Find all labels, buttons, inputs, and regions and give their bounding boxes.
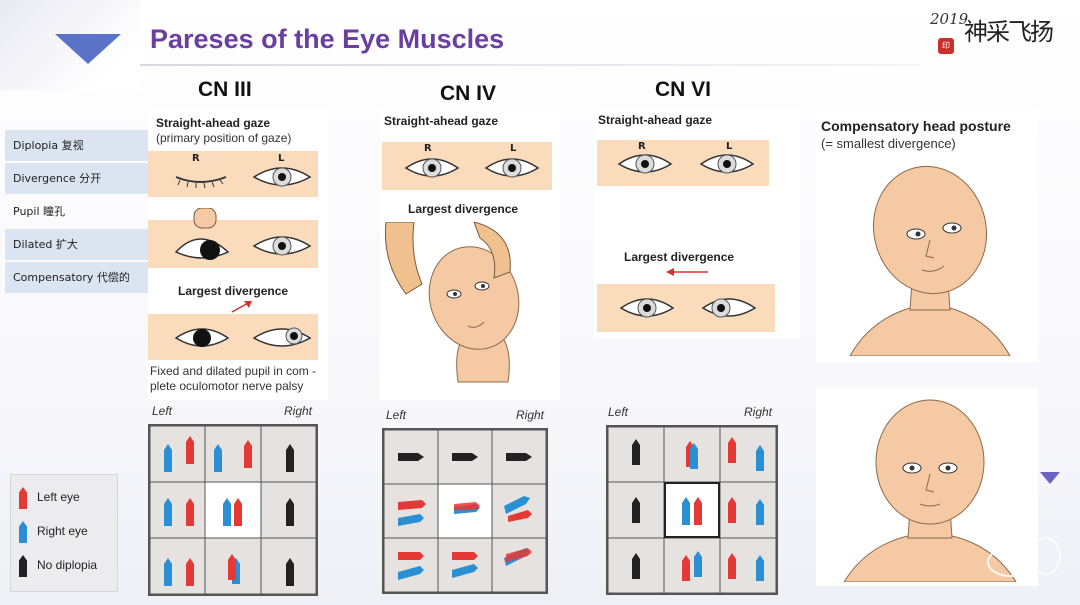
cn3-gaze-caption: Straight-ahead gaze [156, 116, 271, 130]
cn4-diplopia-grid [382, 428, 548, 594]
cn3-grid-right-label: Right [284, 404, 313, 418]
glossary-list: Diplopia 复视 Divergence 分开 Pupil 瞳孔 Dilat… [5, 130, 149, 295]
legend-right-eye: Right eye [19, 521, 88, 543]
posture-head-tilted [849, 165, 1011, 356]
cn3-eyes-1 [175, 167, 312, 189]
glossary-zh: 复视 [61, 139, 84, 152]
glossary-en: Dilated [13, 238, 53, 251]
page-title: Pareses of the Eye Muscles [150, 24, 505, 54]
glossary-zh: 代偿的 [96, 271, 130, 284]
cn6-divergence-arrow-icon [666, 268, 708, 276]
legend-label: Right eye [37, 524, 88, 539]
cn3-note-line1: Fixed and dilated pupil in com - [150, 364, 317, 378]
logo-year: 2019 [930, 10, 969, 28]
cn6-divergence-label: Largest divergence [624, 250, 735, 264]
cn4-label-r: R [424, 143, 432, 154]
cn6-label-r: R [638, 141, 646, 152]
glossary-zh: 扩大 [55, 238, 78, 251]
cn6-gaze-caption: Straight-ahead gaze [598, 113, 713, 127]
title-triangle-icon [55, 34, 121, 64]
cn3-eyes-divergence [174, 327, 312, 347]
cn6-eyes-divergence [619, 298, 757, 318]
cn3-note-line2: plete oculomotor nerve palsy [150, 379, 304, 393]
cn4-grid-left-label: Left [386, 408, 407, 422]
cn3-divergence-label: Largest divergence [178, 284, 289, 298]
cn3-diplopia-grid [148, 424, 318, 596]
cn4-label-l: L [510, 143, 517, 154]
heading-cn3: CN III [198, 78, 252, 101]
legend-label: Left eye [37, 490, 80, 505]
glossary-zh: 分开 [79, 172, 102, 185]
glossary-en: Compensatory [13, 271, 94, 284]
cn3-label-r: R [192, 153, 200, 164]
cn3-grid-left-label: Left [152, 404, 173, 418]
glossary-item: Diplopia 复视 [5, 130, 149, 161]
posture-title: Compensatory head posture [821, 118, 1011, 134]
legend-no-diplopia: No diplopia [19, 555, 97, 577]
posture-head-straight [843, 399, 1017, 582]
cn6-grid-right-label: Right [744, 405, 773, 419]
cn6-label-l: L [726, 141, 733, 152]
brand-logo: 2019 神采飞扬 印 [930, 8, 1075, 68]
glossary-en: Diplopia [13, 139, 59, 152]
heading-cn4: CN IV [440, 82, 497, 105]
cn4-grid-svg [383, 429, 547, 593]
cn3-eyes-lifted [174, 208, 312, 260]
glossary-item: Pupil 瞳孔 [5, 196, 149, 227]
cn3-divergence-arrow-icon [231, 301, 252, 313]
color-legend: Left eye Right eye No diplopia [10, 474, 118, 592]
glossary-item: Dilated 扩大 [5, 229, 149, 260]
cn3-label-l: L [278, 153, 285, 164]
posture-subtitle: (= smallest divergence) [821, 136, 956, 151]
cn3-markers [164, 436, 294, 586]
glossary-en: Divergence [13, 172, 76, 185]
legend-label: No diplopia [37, 558, 98, 573]
cn4-markers [398, 453, 532, 580]
cn6-eyes-1 [617, 154, 755, 174]
legend-left-eye: Left eye [19, 487, 80, 509]
glossary-zh: 瞳孔 [43, 205, 66, 218]
logo-seal: 印 [938, 38, 954, 54]
cn6-grid-left-label: Left [608, 405, 629, 419]
glossary-en: Pupil [13, 205, 40, 218]
cn4-divergence-label: Largest divergence [408, 202, 519, 216]
cn4-head-tilt-illustration [384, 222, 520, 383]
glossary-item: Divergence 分开 [5, 163, 149, 194]
glossary-item: Compensatory 代偿的 [5, 262, 149, 293]
cn4-eyes [404, 158, 540, 178]
cn6-diplopia-grid [606, 425, 778, 595]
cn4-gaze-caption: Straight-ahead gaze [384, 114, 499, 128]
legend-red-marker-icon [19, 487, 27, 509]
cn3-gaze-subcaption: (primary position of gaze) [156, 131, 292, 145]
cn6-grid-svg [607, 426, 777, 594]
heading-cn6: CN VI [655, 78, 712, 101]
cn3-grid-svg [149, 425, 317, 595]
cn4-grid-right-label: Right [516, 408, 545, 422]
cn6-markers [632, 437, 764, 581]
legend-blue-marker-icon [19, 521, 27, 543]
title-underline [140, 64, 920, 66]
corner-swirl-decoration [987, 537, 1061, 577]
legend-black-marker-icon [19, 555, 27, 577]
logo-calligraphy: 神采飞扬 [964, 18, 1054, 46]
corner-triangle-icon [1040, 472, 1060, 484]
